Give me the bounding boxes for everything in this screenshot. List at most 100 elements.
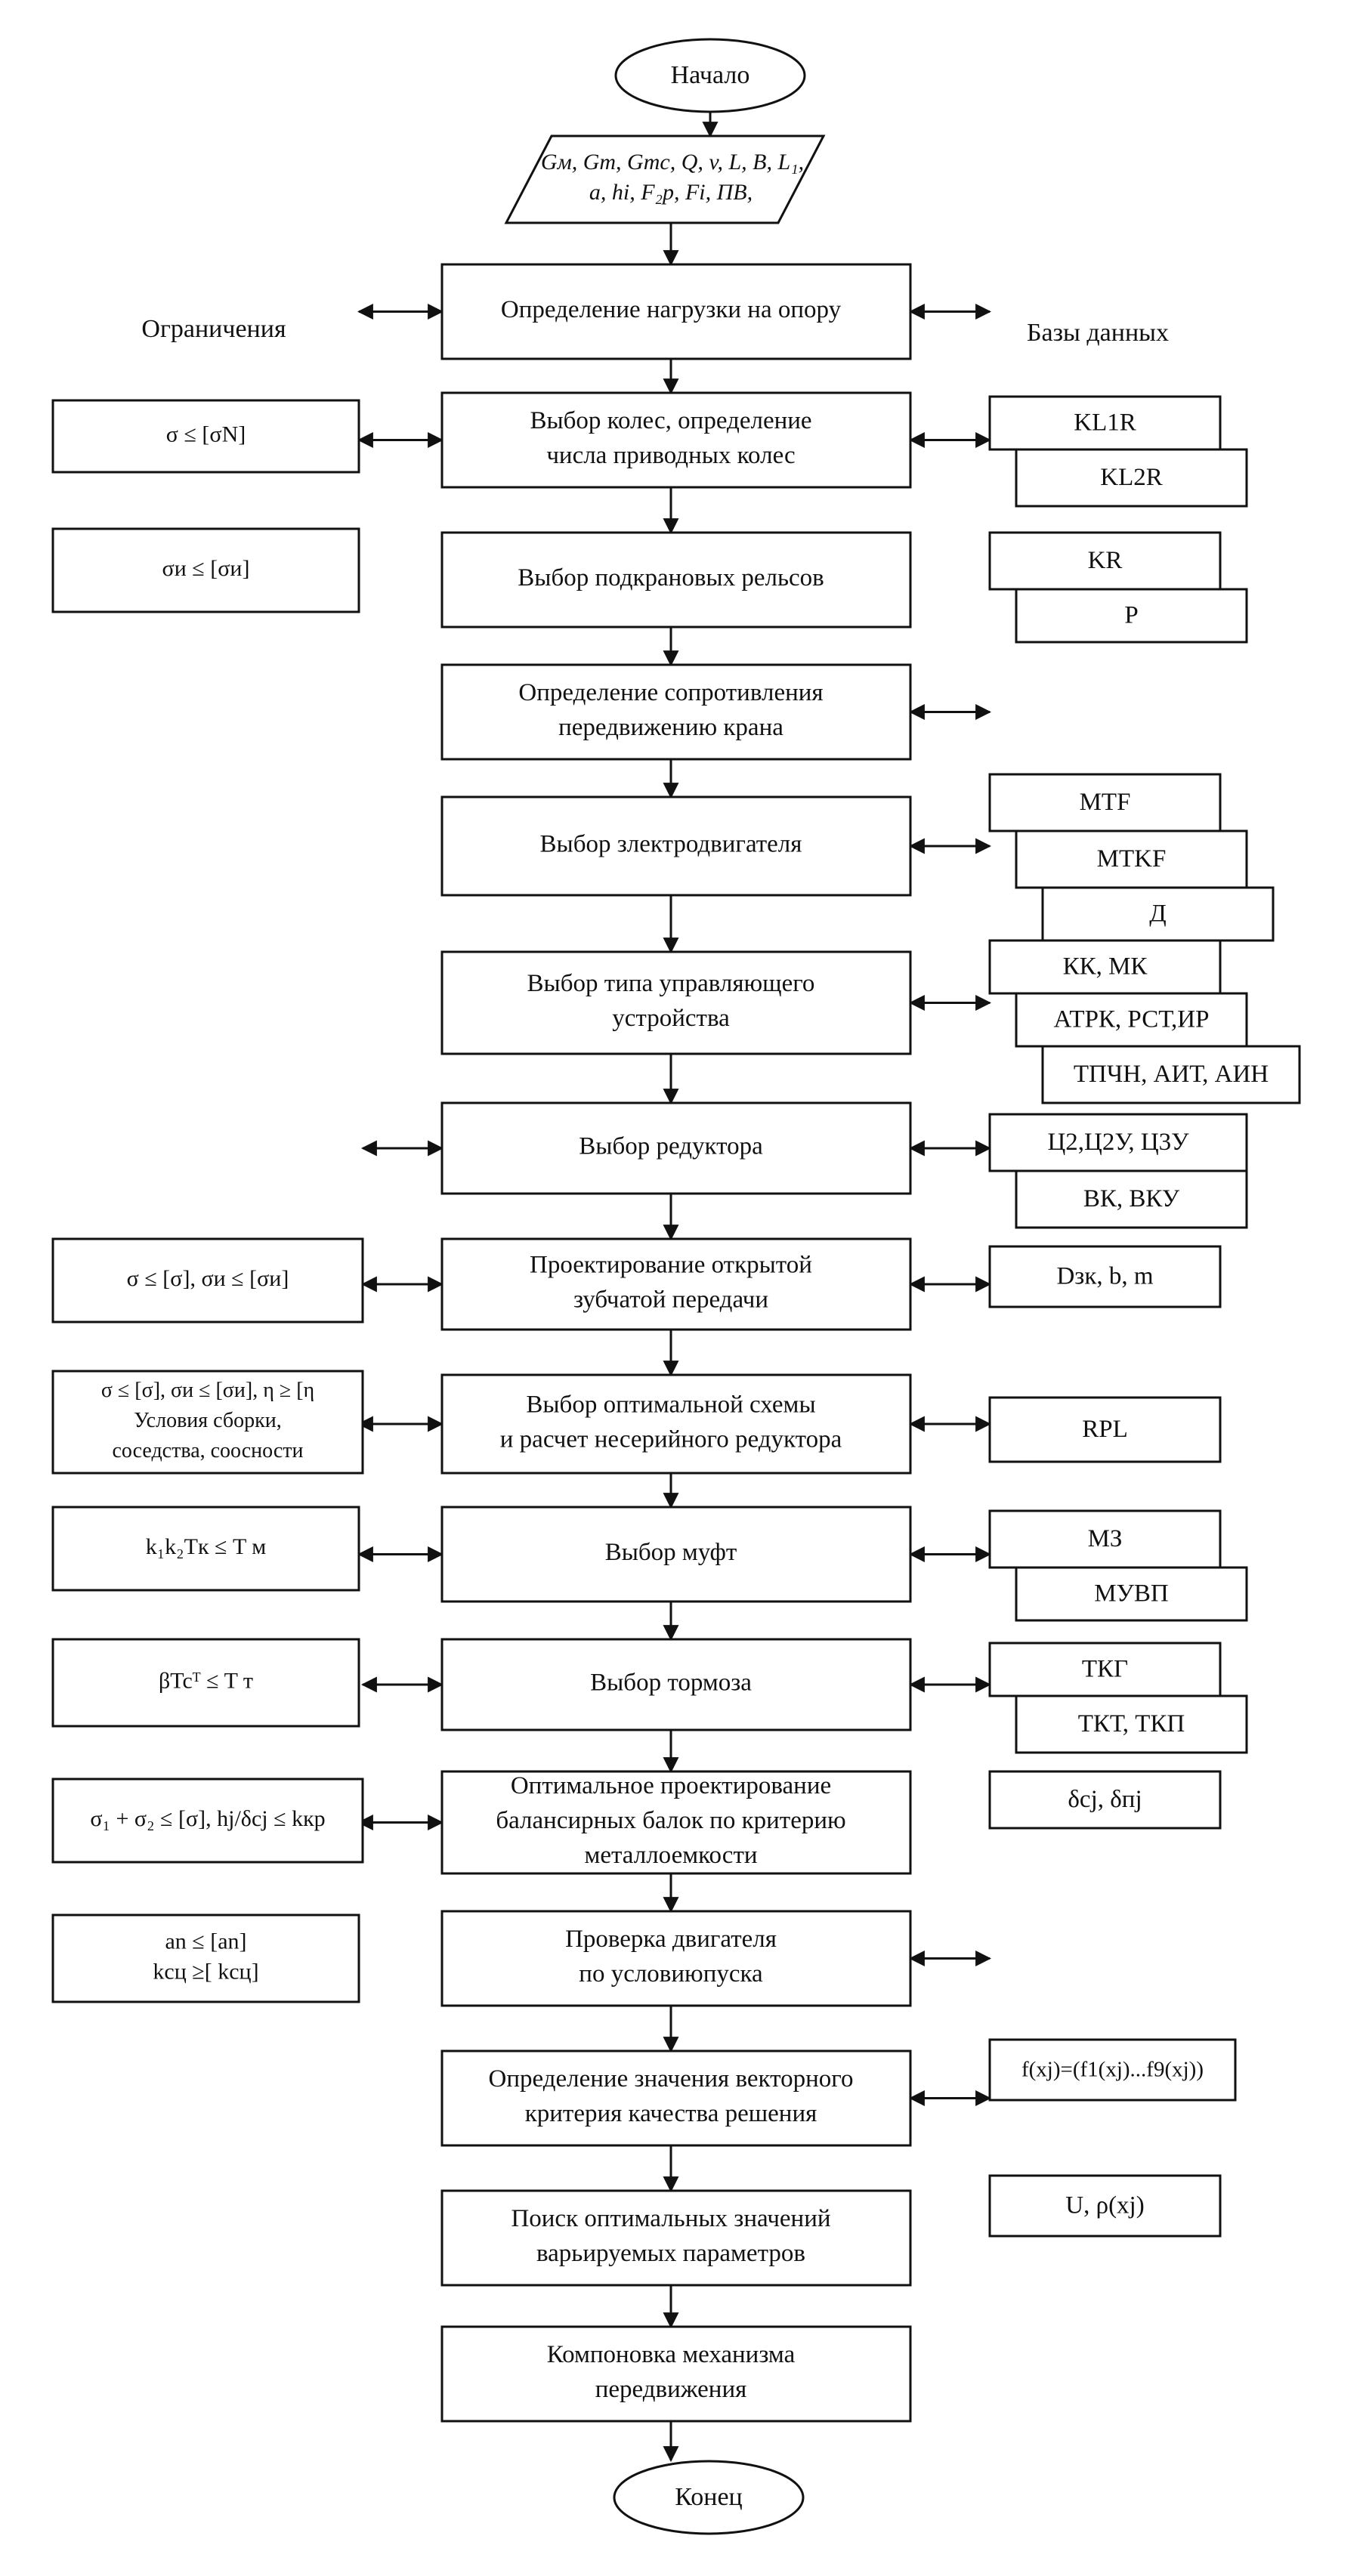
database-d9-label-1: МУВП xyxy=(1094,1580,1169,1608)
process-step-3-line-0: Выбор подкрановых рельсов xyxy=(518,564,824,591)
database-box-d13-0 xyxy=(988,2038,1237,2102)
process-box-5 xyxy=(440,795,912,897)
process-step-5-line-0: Выбор злектродвигателя xyxy=(540,831,802,858)
constraint-c10-line-0: βTcᵀ ≤ T т xyxy=(159,1668,253,1693)
database-box-d9-0 xyxy=(988,1509,1222,1569)
process-box-14 xyxy=(440,2049,912,2147)
database-box-d5-0 xyxy=(988,939,1222,995)
process-box-16 xyxy=(440,2325,912,2423)
constraint-c8-line-0: σ ≤ [σ], σи ≤ [σи], η ≥ [η xyxy=(101,1379,314,1402)
database-box-d11-0 xyxy=(988,1770,1222,1830)
process-step-10-line-0: Выбор муфт xyxy=(605,1539,737,1566)
database-d11-label-0: δcj, δпj xyxy=(1068,1786,1142,1813)
process-box-3 xyxy=(440,531,912,629)
database-box-d10-0 xyxy=(988,1642,1222,1697)
database-d7-label-0: Dзк, b, m xyxy=(1056,1263,1153,1290)
connectors xyxy=(357,112,992,2463)
database-box-d7-0 xyxy=(988,1245,1222,1308)
process-box-6 xyxy=(440,950,912,1055)
database-box-d6-0 xyxy=(988,1113,1248,1172)
process-box-12 xyxy=(440,1770,912,1875)
database-d4-label-0: MTF xyxy=(1080,789,1131,816)
process-step-14-line-1: критерия качества решения xyxy=(525,2100,817,2127)
process-box-1 xyxy=(440,263,912,360)
database-d1-label-1: KL2R xyxy=(1100,464,1163,491)
database-d10-label-1: ТКТ, ТКП xyxy=(1078,1710,1185,1737)
database-d5-label-0: КК, МК xyxy=(1063,953,1148,981)
process-step-15-line-1: варьируемых параметров xyxy=(536,2240,805,2267)
process-step-16-line-1: передвижения xyxy=(595,2376,747,2403)
constraint-c8-line-1: Условия сборки, xyxy=(134,1409,282,1432)
process-step-8-line-1: зубчатой передачи xyxy=(573,1286,768,1314)
database-box-d6-1 xyxy=(1015,1169,1248,1229)
database-d9-label-0: МЗ xyxy=(1088,1525,1123,1552)
database-d10-label-0: ТКГ xyxy=(1082,1656,1128,1683)
end-label: Конец xyxy=(675,2483,742,2511)
constraint-c8-line-2: соседства, соосности xyxy=(112,1439,303,1463)
start-terminal xyxy=(614,38,806,113)
input-line-1: Gм, Gm, Gmc, Q, v, L, B, L₁, xyxy=(541,150,804,175)
constraint-box-c1 xyxy=(51,399,360,474)
end-terminal xyxy=(613,2460,805,2535)
database-d2-label-1: P xyxy=(1124,602,1138,629)
database-box-d10-1 xyxy=(1015,1694,1248,1754)
database-box-d14-0 xyxy=(988,2174,1222,2238)
databases-header: Базы данных xyxy=(1027,319,1169,347)
process-step-12-line-0: Оптимальное проектирование xyxy=(511,1772,831,1799)
constraint-box-c8 xyxy=(51,1370,364,1475)
process-step-4-line-1: передвижению крана xyxy=(558,714,783,741)
process-box-9 xyxy=(440,1373,912,1475)
database-d8-label-0: RPL xyxy=(1082,1416,1128,1443)
process-step-7-line-0: Выбор редуктора xyxy=(579,1133,763,1160)
database-d14-label-0: U, ρ(xj) xyxy=(1065,2192,1144,2219)
constraint-c2-line-0: σи ≤ [σи] xyxy=(162,556,250,581)
database-box-d4-1 xyxy=(1015,829,1248,889)
database-d13-label-0: f(xj)=(f1(xj)...f9(xj)) xyxy=(1021,2058,1204,2082)
database-box-d1-1 xyxy=(1015,448,1248,508)
constraint-box-c7 xyxy=(51,1237,364,1324)
process-box-7 xyxy=(440,1101,912,1195)
database-d2-label-0: KR xyxy=(1088,547,1123,574)
process-box-8 xyxy=(440,1237,912,1331)
constraint-box-c11 xyxy=(51,1778,364,1864)
database-d5-label-2: ТПЧН, АИТ, АИН xyxy=(1074,1061,1269,1088)
process-box-11 xyxy=(440,1638,912,1731)
process-step-16-line-0: Компоновка механизма xyxy=(547,2341,796,2368)
process-box-2 xyxy=(440,391,912,489)
process-step-12-line-1: балансирных балок по критерию xyxy=(496,1807,845,1834)
constraints-header: Ограничения xyxy=(141,315,286,343)
process-step-11-line-0: Выбор тормоза xyxy=(590,1669,752,1697)
process-step-8-line-0: Проектирование открытой xyxy=(530,1252,812,1279)
process-step-6-line-1: устройства xyxy=(612,1005,730,1032)
process-step-13-line-1: по условиюпуска xyxy=(579,1960,763,1988)
process-step-6-line-0: Выбор типа управляющего xyxy=(527,970,815,997)
database-box-d2-0 xyxy=(988,531,1222,591)
database-box-d5-2 xyxy=(1041,1045,1301,1104)
constraint-c12-line-1: kсц ≥[ kсц] xyxy=(153,1959,258,1984)
process-step-9-line-0: Выбор оптимальной схемы xyxy=(526,1391,815,1419)
process-step-13-line-0: Проверка двигателя xyxy=(565,1926,777,1953)
database-d5-label-1: АТРК, РСТ,ИР xyxy=(1053,1006,1209,1033)
constraint-box-c2 xyxy=(51,527,360,613)
database-box-d5-1 xyxy=(1015,992,1248,1048)
input-line-2: a, hi, F₂p, Fi, ПВ, xyxy=(589,180,753,205)
input-data-parallelogram xyxy=(504,134,826,224)
process-step-4-line-0: Определение сопротивления xyxy=(518,679,823,706)
database-box-d9-1 xyxy=(1015,1566,1248,1622)
process-box-10 xyxy=(440,1506,912,1603)
constraint-c11-line-0: σ₁ + σ₂ ≤ [σ], hj/δcj ≤ kкр xyxy=(90,1806,325,1831)
process-step-1-line-0: Определение нагрузки на опору xyxy=(501,296,842,323)
database-d4-label-1: MTKF xyxy=(1097,845,1167,873)
process-box-4 xyxy=(440,663,912,761)
process-step-9-line-1: и расчет несерийного редуктора xyxy=(500,1426,842,1453)
constraint-box-c10 xyxy=(51,1638,360,1728)
process-box-13 xyxy=(440,1910,912,2007)
database-box-d8-0 xyxy=(988,1396,1222,1463)
process-step-15-line-0: Поиск оптимальных значений xyxy=(511,2205,830,2232)
database-d1-label-0: KL1R xyxy=(1074,409,1136,437)
constraint-box-c12 xyxy=(51,1913,360,2003)
constraint-c12-line-0: an ≤ [an] xyxy=(165,1929,246,1954)
